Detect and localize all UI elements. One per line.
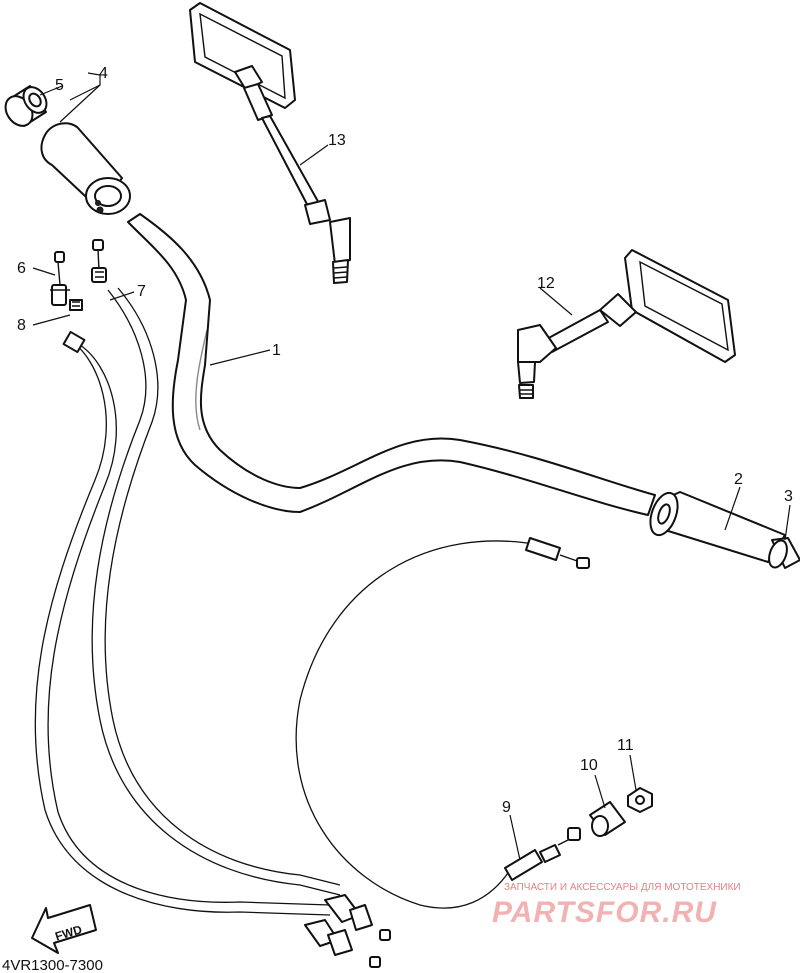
throttle-cable-adjuster[interactable]: [91, 239, 107, 283]
callout-7: 7: [137, 283, 146, 300]
cable-adjuster-10[interactable]: [589, 801, 626, 837]
right-mirror[interactable]: [517, 249, 736, 399]
callout-5: 5: [55, 77, 64, 94]
right-grip-end[interactable]: [766, 537, 800, 570]
callout-9: 9: [502, 799, 511, 816]
cable-ends-bottom: [304, 894, 391, 968]
callout-8: 8: [17, 317, 26, 334]
callout-numbers: 1 2 3 4 5 6 7 8 9 10 11 12 13: [17, 65, 793, 816]
callout-4: 4: [99, 65, 108, 82]
handlebar[interactable]: [127, 213, 656, 516]
callout-6: 6: [17, 260, 26, 277]
throttle-return-cable[interactable]: [295, 537, 590, 909]
left-grip-assembly[interactable]: [40, 122, 131, 215]
watermark: ЗАПЧАСТИ И АКСЕССУАРЫ ДЛЯ МОТОТЕХНИКИ PA…: [492, 882, 741, 929]
leader-lines: [32, 72, 791, 861]
callout-12: 12: [537, 275, 555, 292]
callout-10: 10: [580, 757, 598, 774]
lock-nut-11[interactable]: [627, 787, 653, 813]
left-mirror[interactable]: [189, 2, 351, 284]
throttle-cable[interactable]: [91, 287, 341, 896]
fwd-arrow: FWD: [31, 904, 97, 954]
grip-end-cap[interactable]: [0, 83, 51, 131]
callout-2: 2: [734, 471, 743, 488]
callout-11: 11: [617, 737, 634, 754]
clutch-cable-adjuster[interactable]: [50, 251, 83, 311]
watermark-tagline: ЗАПЧАСТИ И АКСЕССУАРЫ ДЛЯ МОТОТЕХНИКИ: [504, 882, 741, 893]
diagram-code: 4VR1300-7300: [2, 957, 103, 973]
clutch-cable[interactable]: [34, 330, 331, 916]
watermark-brand: PARTSFOR.RU: [492, 896, 717, 929]
callout-1: 1: [272, 342, 281, 359]
throttle-grip[interactable]: [645, 489, 786, 563]
callout-13: 13: [328, 132, 346, 149]
callout-3: 3: [784, 488, 793, 505]
